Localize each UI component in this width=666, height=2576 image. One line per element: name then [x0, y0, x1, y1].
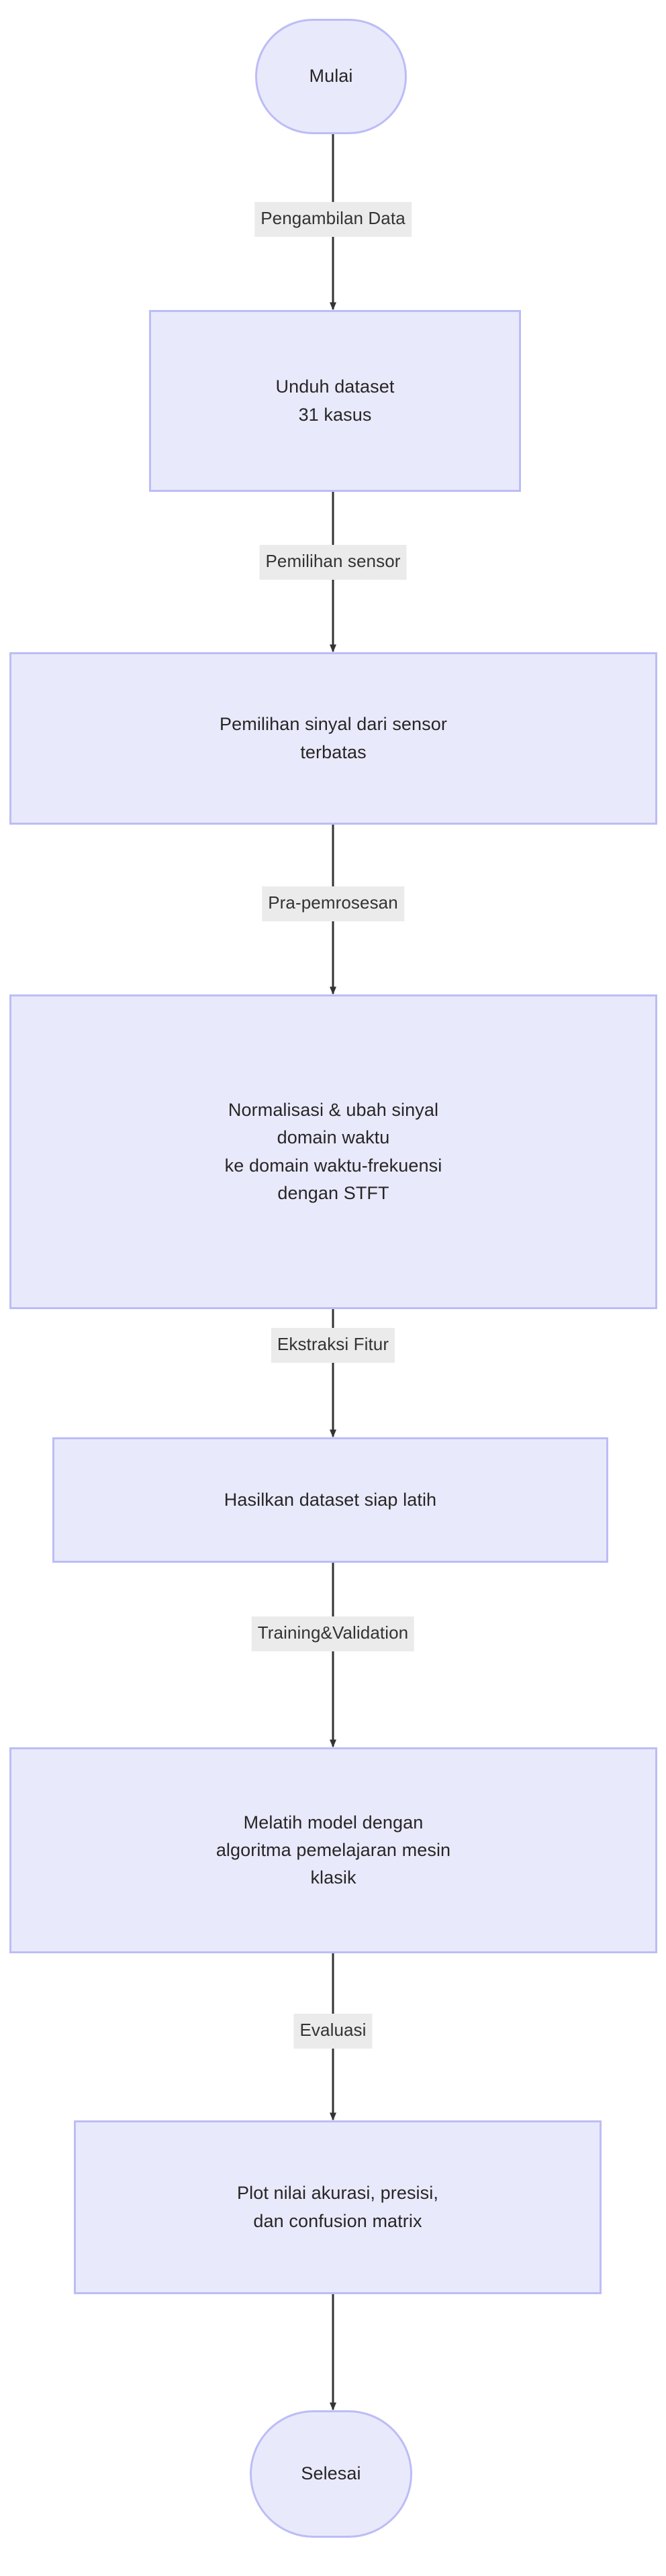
node-mulai-label: Mulai — [309, 66, 353, 87]
node-unduh-dataset[interactable]: Unduh dataset 31 kasus — [149, 310, 521, 492]
node-melatih-model-label: Melatih model dengan algoritma pemelajar… — [216, 1812, 451, 1888]
edge-label-text: Training&Validation — [257, 1622, 409, 1643]
edge-label-pengambilan-data: Pengambilan Data — [254, 202, 412, 237]
edge-label-text: Evaluasi — [299, 2020, 367, 2040]
edge-label-pra-pemrosesan: Pra-pemrosesan — [262, 886, 404, 921]
edge-label-text: Pemilihan sensor — [265, 551, 401, 571]
edge-label-training-validation: Training&Validation — [251, 1616, 415, 1651]
node-selesai[interactable]: Selesai — [250, 2410, 412, 2538]
edge-label-pemilihan-sensor: Pemilihan sensor — [259, 545, 407, 580]
node-selesai-label: Selesai — [301, 2463, 361, 2484]
edge-label-evaluasi: Evaluasi — [293, 2014, 373, 2049]
node-unduh-dataset-label: Unduh dataset 31 kasus — [275, 376, 395, 425]
node-normalisasi-stft-label: Normalisasi & ubah sinyal domain waktu k… — [224, 1100, 442, 1203]
node-plot-metrik[interactable]: Plot nilai akurasi, presisi, dan confusi… — [74, 2120, 602, 2294]
edge-label-text: Pra-pemrosesan — [268, 892, 398, 913]
node-hasilkan-dataset[interactable]: Hasilkan dataset siap latih — [52, 1437, 608, 1563]
edge-label-text: Ekstraksi Fitur — [277, 1334, 389, 1354]
node-normalisasi-stft[interactable]: Normalisasi & ubah sinyal domain waktu k… — [9, 994, 657, 1309]
node-pemilihan-sinyal-label: Pemilihan sinyal dari sensor terbatas — [220, 714, 447, 762]
edge-label-ekstraksi-fitur: Ekstraksi Fitur — [271, 1328, 395, 1363]
node-melatih-model[interactable]: Melatih model dengan algoritma pemelajar… — [9, 1747, 657, 1953]
node-hasilkan-dataset-label: Hasilkan dataset siap latih — [224, 1489, 437, 1510]
edge-label-text: Pengambilan Data — [260, 208, 406, 228]
node-mulai[interactable]: Mulai — [255, 19, 407, 134]
node-pemilihan-sinyal[interactable]: Pemilihan sinyal dari sensor terbatas — [9, 652, 657, 825]
node-plot-metrik-label: Plot nilai akurasi, presisi, dan confusi… — [237, 2183, 438, 2231]
